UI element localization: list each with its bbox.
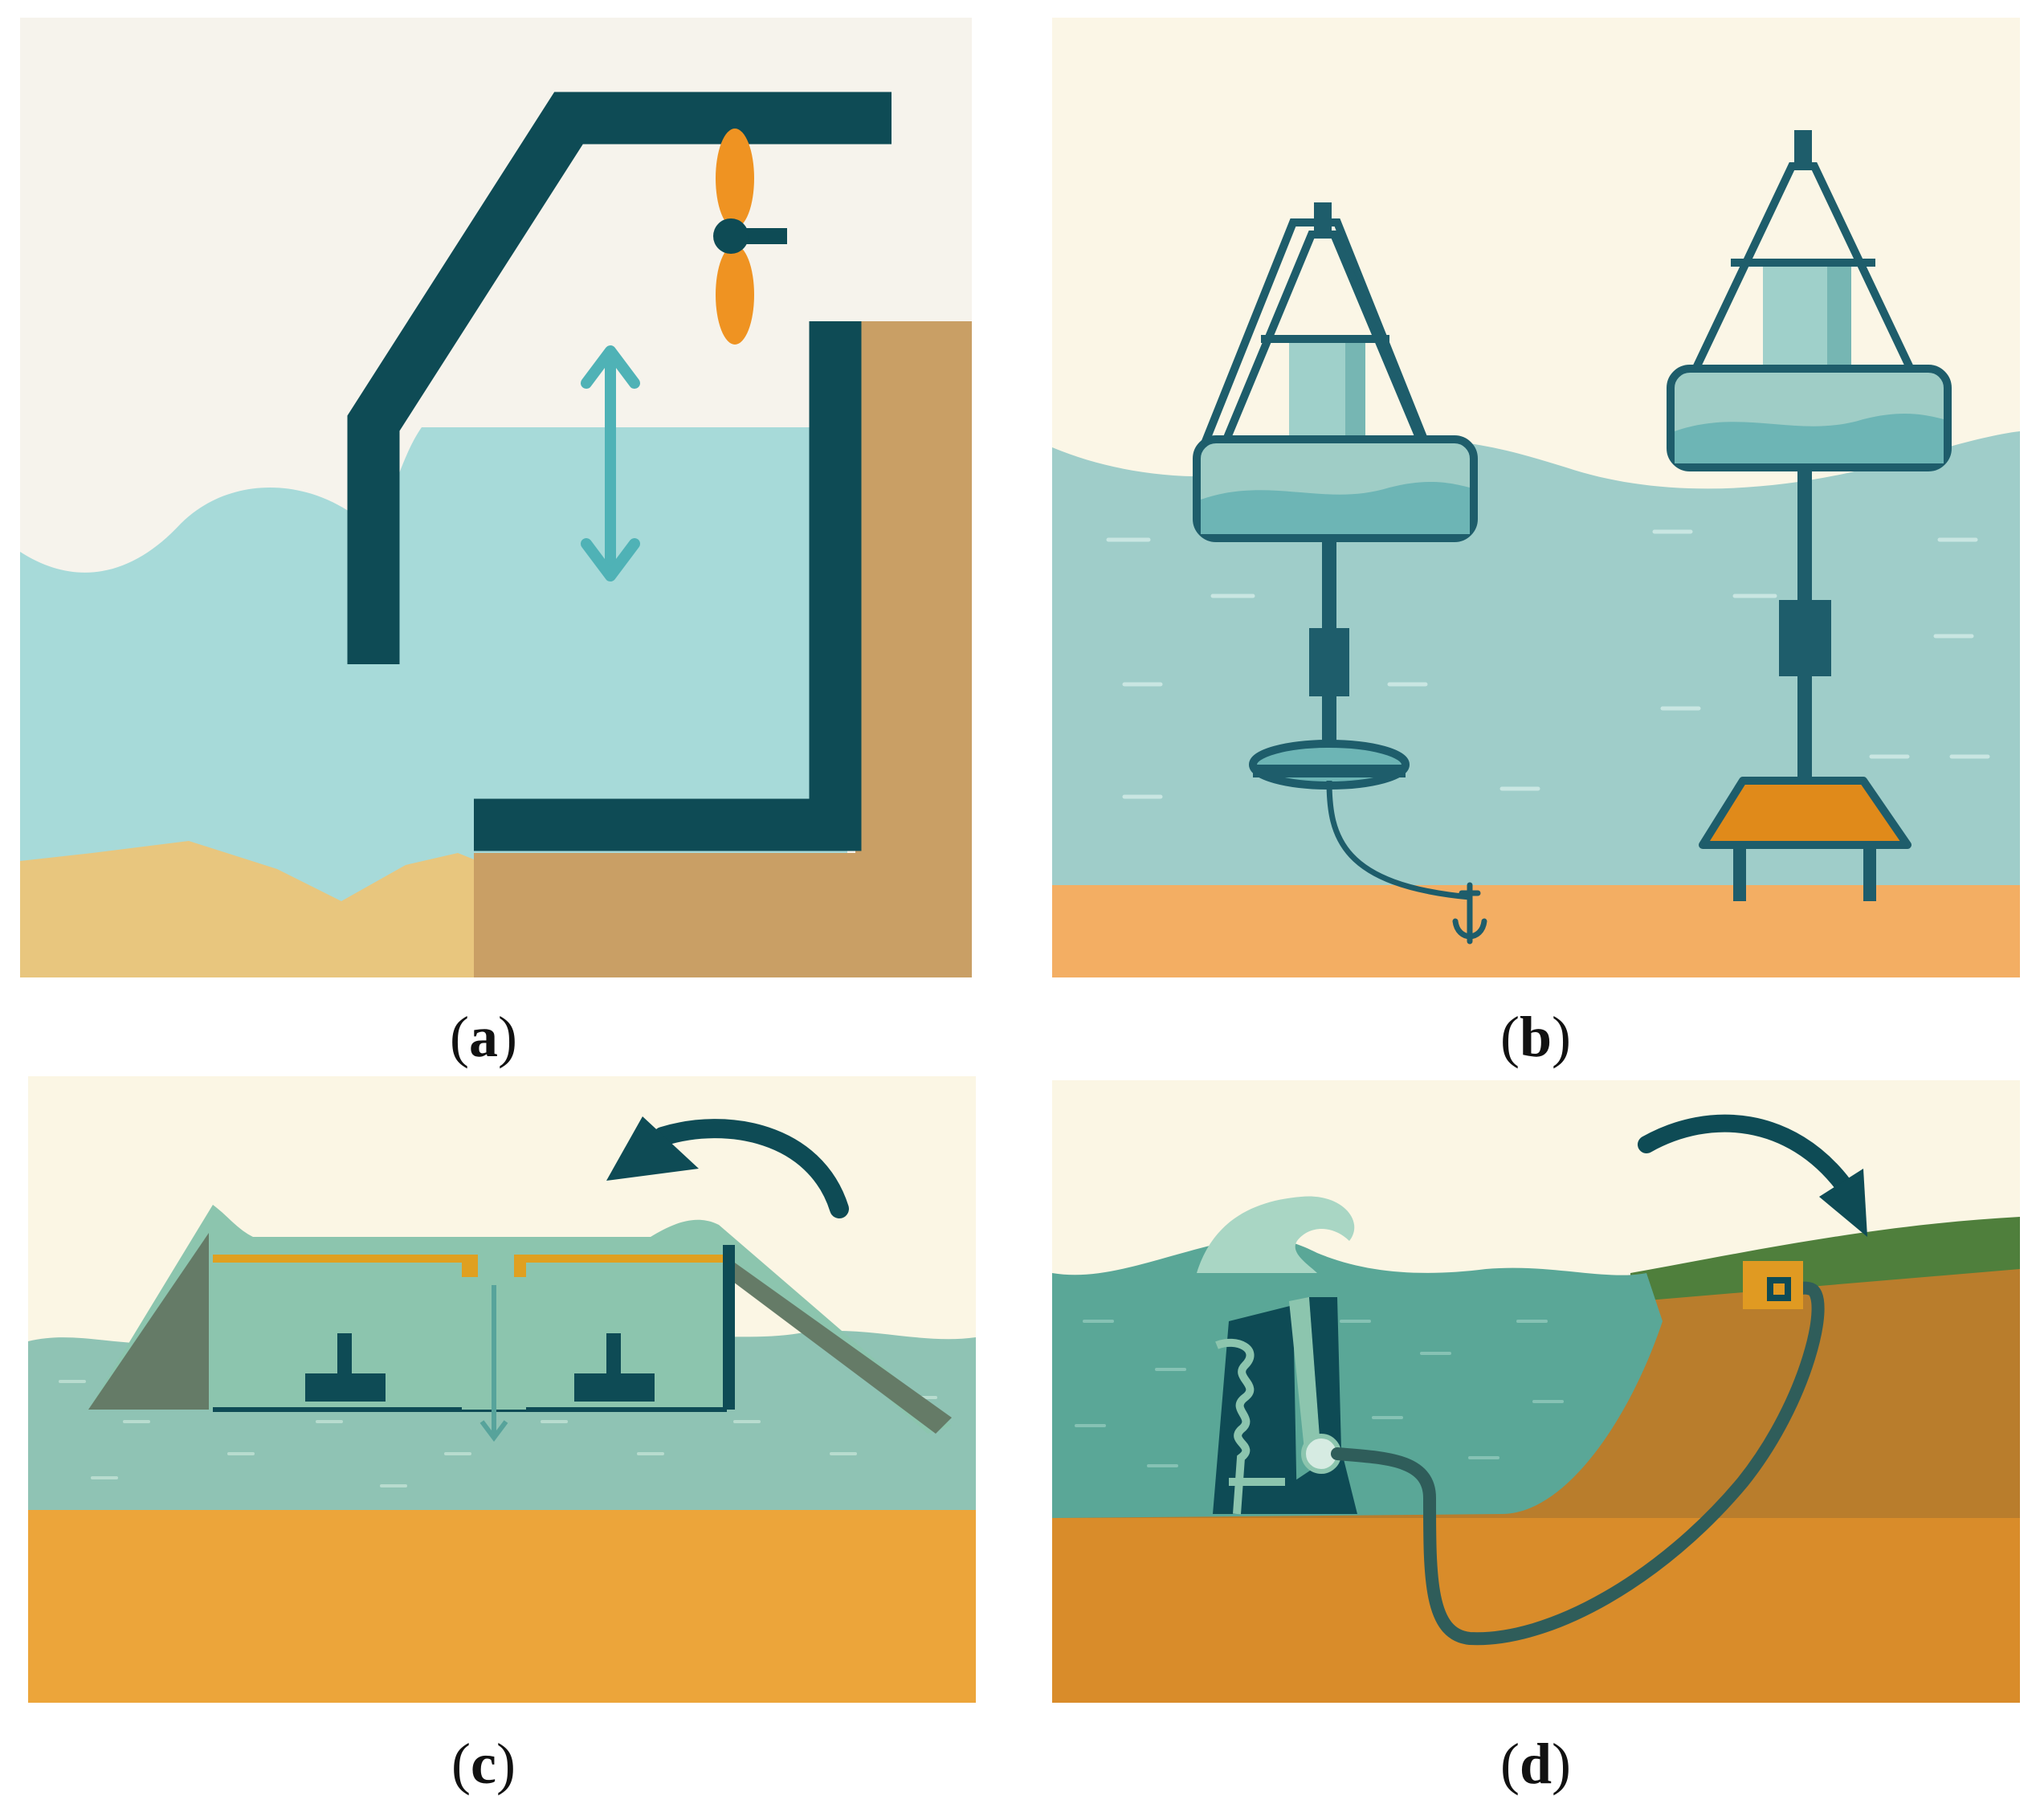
panel-d-oscillating-surge-converter	[1052, 1080, 2020, 1703]
onshore-plant-icon	[1743, 1261, 1803, 1309]
back-ramp	[727, 1257, 952, 1434]
seabed	[28, 1510, 976, 1703]
curved-arrow-icon	[1638, 1114, 1867, 1237]
curved-arrow-icon	[606, 1116, 849, 1218]
caption-d: (d)	[1499, 1732, 1571, 1796]
buoy-left	[1193, 202, 1478, 790]
low-head-turbine-icon	[305, 1333, 655, 1402]
buoy-right	[1667, 130, 1952, 901]
caption-c: (c)	[451, 1732, 516, 1796]
sand-dunes	[20, 841, 478, 977]
water-ripples	[1106, 529, 1990, 823]
breaking-wave-icon	[1197, 1196, 1355, 1273]
panel-a-oscillating-water-column	[20, 18, 972, 977]
caption-a: (a)	[450, 1005, 517, 1069]
point-absorber-buoy-icon	[1052, 18, 2020, 977]
double-arrow-icon	[581, 345, 640, 582]
water-ripples	[1075, 1320, 1564, 1467]
oscillating-water-column-icon	[20, 18, 972, 977]
seabed	[1052, 885, 2020, 977]
ramp-icon	[88, 1233, 209, 1410]
oscillating-surge-flap-icon	[1052, 1080, 2020, 1703]
panel-c-overtopping-device	[28, 1076, 976, 1703]
caption-b: (b)	[1499, 1005, 1571, 1069]
anchor-icon	[1452, 882, 1487, 945]
mooring-line	[1326, 780, 1471, 900]
pipeline-icon	[1331, 1281, 1825, 1646]
down-arrow-icon	[462, 1277, 526, 1442]
seabed	[1052, 1518, 2020, 1703]
back-post	[723, 1245, 735, 1410]
flap	[1213, 1297, 1357, 1515]
overtopping-device-icon	[28, 1076, 976, 1703]
chamber-front-wall	[347, 92, 892, 664]
foundation-block	[474, 853, 972, 977]
chamber-back-wall	[474, 321, 862, 851]
panel-b-point-absorber-buoys	[1052, 18, 2020, 977]
sea-water	[1052, 1237, 1663, 1518]
air-turbine-icon	[713, 129, 787, 345]
